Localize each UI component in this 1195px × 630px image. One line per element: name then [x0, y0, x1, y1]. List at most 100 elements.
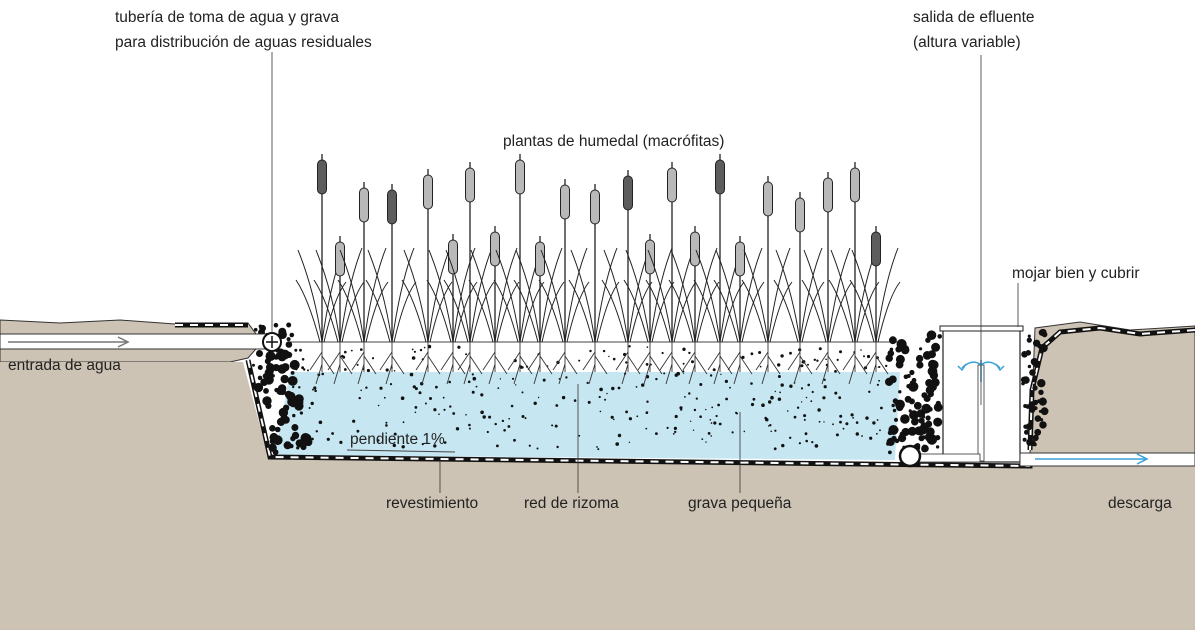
gravel-stone — [926, 427, 935, 436]
gravel-grain — [438, 413, 440, 415]
gravel-grain — [562, 396, 565, 399]
gravel-grain — [312, 389, 314, 391]
gravel-grain — [816, 360, 818, 362]
gravel-grain — [319, 421, 323, 425]
gravel-grain — [529, 445, 531, 447]
gravel-stone — [273, 435, 283, 445]
discharge-label: descarga — [1108, 495, 1172, 512]
gravel-grain — [565, 376, 567, 378]
gravel-grain — [774, 447, 777, 450]
gravel-grain — [774, 430, 776, 432]
gravel-grain — [880, 407, 883, 410]
cattail-head — [360, 188, 369, 222]
gravel-stone — [1037, 399, 1041, 403]
gravel-grain — [691, 360, 694, 363]
gravel-grain — [787, 410, 789, 412]
gravel-stone — [935, 435, 940, 440]
gravel-grain — [367, 369, 370, 372]
gravel-stone — [254, 328, 258, 332]
gravel-grain — [716, 415, 718, 417]
gravel-stone — [895, 428, 898, 431]
gravel-grain — [719, 423, 722, 426]
gravel-grain — [713, 368, 716, 371]
gravel-grain — [834, 370, 837, 373]
gravel-grain — [655, 378, 657, 380]
pipe-label-line2: para distribución de aguas residuales — [115, 34, 372, 51]
gravel-grain — [385, 424, 388, 427]
gravel-grain — [496, 445, 499, 448]
gravel-stone — [1039, 410, 1042, 413]
gravel-grain — [412, 356, 416, 360]
gravel-stone — [895, 346, 901, 352]
gravel-grain — [480, 411, 484, 415]
gravel-stone — [300, 411, 303, 414]
gravel-grain — [879, 429, 881, 431]
gravel-stone — [258, 365, 263, 370]
gravel-grain — [344, 368, 347, 371]
gravel-grain — [822, 396, 825, 399]
gravel-stone — [889, 376, 897, 384]
outlet-pipe-inner — [915, 454, 980, 462]
gravel-grain — [860, 349, 862, 351]
gravel-grain — [836, 433, 839, 436]
gravel-stone — [252, 364, 255, 367]
gravel-stone — [928, 350, 936, 358]
gravel-grain — [676, 372, 680, 376]
gravel-grain — [819, 347, 822, 350]
cattail-head — [491, 232, 500, 266]
gravel-stone — [925, 421, 932, 428]
gravel-grain — [770, 396, 774, 400]
gravel-grain — [311, 402, 314, 405]
gravel-grain — [823, 421, 824, 422]
gravel-grain — [735, 412, 737, 414]
gravel-grain — [825, 359, 827, 361]
gravel-grain — [674, 427, 677, 430]
gravel-grain — [750, 382, 753, 385]
gravel-grain — [688, 392, 690, 394]
gravel-grain — [779, 392, 781, 394]
gravel-grain — [753, 398, 756, 401]
gravel-grain — [401, 396, 405, 400]
gravel-stone — [1027, 338, 1032, 343]
gravel-grain — [806, 397, 808, 399]
cattail-head — [851, 168, 860, 202]
gravel-grain — [807, 364, 809, 366]
gravel-grain — [331, 432, 334, 435]
slope-label: pendiente 1% — [350, 431, 445, 448]
cattail-head — [561, 185, 570, 219]
gravel-stone — [1037, 379, 1045, 387]
gravel-stone — [275, 427, 281, 433]
gravel-grain — [770, 431, 772, 433]
gravel-grain — [415, 406, 418, 409]
gravel-grain — [476, 386, 478, 388]
liner-label: revestimiento — [386, 495, 478, 512]
gravel-grain — [775, 391, 776, 392]
gravel-grain — [512, 378, 514, 380]
gravel-stone — [273, 449, 279, 455]
gravel-grain — [360, 390, 362, 392]
gravel-stone — [281, 375, 289, 383]
gravel-grain — [352, 420, 355, 423]
gravel-grain — [674, 431, 676, 433]
gravel-stone — [289, 444, 293, 448]
gravel-grain — [589, 350, 591, 352]
cattail-head — [591, 190, 600, 224]
gravel-grain — [778, 398, 781, 401]
gravel-grain — [878, 380, 880, 382]
gravel-grain — [472, 373, 474, 375]
gravel-stone — [926, 415, 931, 420]
gravel-grain — [636, 415, 638, 417]
gravel-stone — [259, 325, 266, 332]
gravel-grain — [468, 424, 471, 427]
gravel-grain — [327, 438, 330, 441]
gravel-stone — [1021, 382, 1025, 386]
cattail-head — [466, 168, 475, 202]
gravel-grain — [869, 437, 872, 440]
gravel-grain — [538, 397, 539, 398]
plant-leaf — [604, 250, 628, 342]
gravel-grain — [487, 431, 489, 433]
gravel-grain — [778, 375, 781, 378]
gravel-stone — [277, 418, 285, 426]
gravel-grain — [302, 358, 305, 361]
gravel-grain — [449, 405, 451, 407]
